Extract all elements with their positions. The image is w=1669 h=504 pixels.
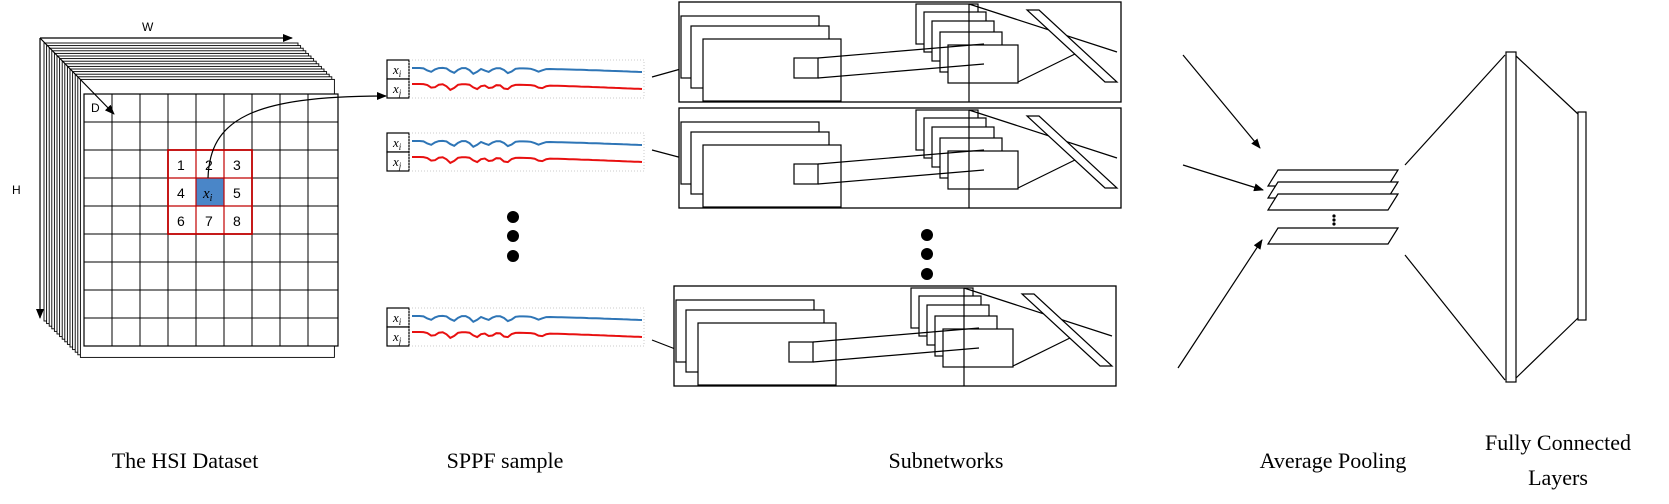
cell-label-6: 6 bbox=[177, 213, 185, 229]
caption-fc-line1: Fully Connected bbox=[1485, 430, 1631, 455]
projection-line bbox=[817, 63, 985, 79]
dense-layer bbox=[1025, 9, 1119, 83]
caption-subnetworks: Subnetworks bbox=[889, 448, 1004, 473]
arrow-subnet-to-pool-1 bbox=[1182, 54, 1261, 149]
feature-map bbox=[702, 144, 842, 208]
feature-map bbox=[697, 322, 837, 386]
dense-connector bbox=[963, 287, 1113, 337]
projection-line bbox=[817, 43, 985, 59]
dense-connector bbox=[1012, 335, 1075, 367]
fc-connector bbox=[1515, 317, 1579, 379]
spectrum-curve-red bbox=[412, 156, 643, 165]
projection-line bbox=[812, 327, 980, 343]
pixel-label-first: xi bbox=[392, 62, 402, 79]
fc-connector bbox=[1404, 54, 1506, 166]
dense-connector bbox=[1017, 51, 1080, 83]
projection-line bbox=[817, 169, 985, 185]
sppf-sample-2: xi xj bbox=[386, 132, 645, 172]
spectrum-curve-blue bbox=[412, 66, 643, 76]
pixel-label-first: xi bbox=[392, 310, 402, 327]
cell-label-4: 4 bbox=[177, 185, 185, 201]
subnet-ellipsis bbox=[921, 229, 933, 280]
pixel-label-box bbox=[386, 151, 410, 172]
cell-label-5: 5 bbox=[233, 185, 241, 201]
conv-kernel bbox=[793, 163, 819, 185]
pixel-label-first: xi bbox=[392, 135, 402, 152]
front-grid-border bbox=[83, 93, 339, 347]
dense-layer bbox=[1020, 293, 1114, 367]
pooling-dot bbox=[1332, 218, 1336, 222]
depth-axis-arrow bbox=[39, 37, 115, 115]
feature-map-small bbox=[947, 44, 1019, 84]
dense-connector bbox=[968, 109, 1118, 159]
caption-dataset: The HSI Dataset bbox=[112, 448, 259, 473]
fc-layer-small bbox=[1577, 111, 1587, 321]
spectrum-frame bbox=[408, 59, 645, 99]
fc-connector bbox=[1515, 55, 1579, 115]
depth-axis-label: D bbox=[91, 101, 100, 115]
caption-pooling: Average Pooling bbox=[1260, 448, 1407, 473]
caption-fc-line2: Layers bbox=[1528, 465, 1588, 490]
spectrum-curve-red bbox=[412, 83, 643, 92]
conv-kernel bbox=[788, 341, 814, 363]
fully-connected-layers bbox=[1404, 51, 1587, 383]
ellipsis-dot bbox=[921, 268, 933, 280]
pooling-dot bbox=[1332, 222, 1336, 226]
spectrum-frame bbox=[408, 132, 645, 172]
dense-layer bbox=[1025, 115, 1119, 189]
spectrum-curve-blue bbox=[412, 139, 643, 149]
neighborhood-box bbox=[167, 149, 253, 235]
pixel-label-box bbox=[386, 326, 410, 347]
spectrum-curve-blue bbox=[412, 314, 643, 324]
height-axis-label: H bbox=[12, 183, 21, 197]
projection-line bbox=[812, 347, 980, 363]
spectrum-frame bbox=[408, 307, 645, 347]
cell-label-7: 7 bbox=[205, 213, 213, 229]
width-axis-label: W bbox=[142, 20, 154, 34]
ellipsis-dot bbox=[507, 211, 519, 223]
pooling-plane bbox=[1266, 193, 1400, 211]
pixel-label-second: xj bbox=[392, 81, 402, 98]
caption-sample: SPPF sample bbox=[447, 448, 564, 473]
cell-label-8: 8 bbox=[233, 213, 241, 229]
subnetwork-2 bbox=[678, 107, 1122, 209]
pooling-dot bbox=[1332, 214, 1336, 218]
sample-ellipsis bbox=[507, 211, 519, 262]
projection-line bbox=[817, 149, 985, 165]
pixel-label-second: xj bbox=[392, 154, 402, 171]
sppf-sample-3: xi xj bbox=[386, 307, 645, 347]
feature-map-small bbox=[942, 328, 1014, 368]
sppf-samples: xi xj xi xj xi xj bbox=[386, 59, 645, 347]
average-pooling-stack bbox=[1266, 169, 1400, 245]
cube-front-grid bbox=[83, 93, 339, 347]
pixel-label-second: xj bbox=[392, 329, 402, 346]
fc-layer-large bbox=[1505, 51, 1517, 383]
ellipsis-dot bbox=[507, 250, 519, 262]
conv-kernel bbox=[793, 57, 819, 79]
fc-connector bbox=[1404, 254, 1506, 381]
ellipsis-dot bbox=[921, 229, 933, 241]
arrow-subnet-to-pool-3 bbox=[1177, 239, 1263, 369]
sample-extraction-arrow bbox=[207, 92, 387, 179]
feature-map bbox=[702, 38, 842, 102]
hsi-dataset-cube: W H D 1 2 3 4 xi 5 6 7 8 bbox=[12, 20, 387, 358]
subnetwork-3 bbox=[673, 285, 1117, 387]
cell-label-1: 1 bbox=[177, 157, 185, 173]
subnetwork-1 bbox=[678, 1, 1122, 103]
pixel-label-box bbox=[386, 78, 410, 99]
arrow-subnet-to-pool-2 bbox=[1182, 164, 1264, 192]
center-pixel bbox=[196, 178, 224, 206]
pooling-plane bbox=[1266, 227, 1400, 245]
spectrum-curve-red bbox=[412, 331, 643, 340]
ellipsis-dot bbox=[507, 230, 519, 242]
dense-connector bbox=[1017, 157, 1080, 189]
subnetworks bbox=[673, 1, 1122, 387]
cell-label-center: xi bbox=[202, 186, 213, 204]
sppf-sample-1: xi xj bbox=[386, 59, 645, 99]
ellipsis-dot bbox=[921, 248, 933, 260]
dense-connector bbox=[968, 3, 1118, 53]
cell-label-3: 3 bbox=[233, 157, 241, 173]
